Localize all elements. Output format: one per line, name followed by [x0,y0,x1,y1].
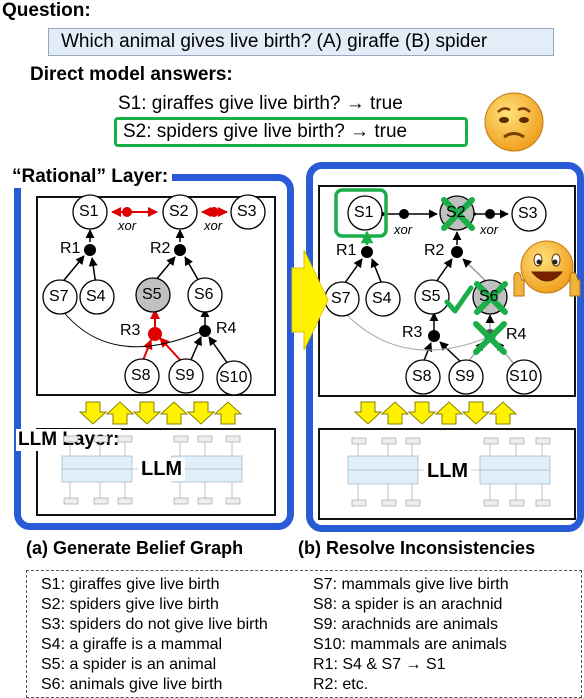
big-arrow-icon [291,249,329,351]
xor-label: xor [394,222,413,237]
cross-mark-icon [441,197,475,231]
rule-r3: R3 [120,322,141,339]
legend-item: S8: a spider is an arachnid [313,596,503,613]
caption-b: (b) Resolve Inconsistencies [298,538,536,558]
node-s6: S6 [479,288,499,305]
legend-item: R1: S4 & S7 → S1 [313,656,446,673]
direct-answers-label: Direct model answers: [30,64,233,85]
question-label: Question: [2,0,91,21]
llm-block-label: LLM [424,460,472,483]
right-graph [324,188,547,395]
node-s9: S9 [455,368,475,385]
rational-layer-label: “Rational” Layer: [8,166,173,188]
legend-item: S6: animals give live birth [41,676,223,693]
rule-r1: R1 [60,240,81,257]
node-s1: S1 [354,204,374,221]
node-s4: S4 [86,288,106,305]
caption-a: (a) Generate Belief Graph [26,538,244,558]
direct-answer-s2: S2: spiders give live birth? → true [114,117,468,147]
node-s7: S7 [49,288,69,305]
node-s6: S6 [194,286,214,303]
direct-answer-s1: S1: giraffes give live birth? → true [118,93,403,114]
legend-box: S1: giraffes give live birth S2: spiders… [26,570,582,698]
cross-mark-icon [474,281,508,315]
node-s3: S3 [518,205,538,222]
rule-r1: R1 [336,242,357,259]
legend-item: R2: etc. [313,676,369,693]
legend-item: S9: arachnids are animals [313,616,498,633]
xor-label: xor [204,218,223,233]
legend-item: S3: spiders do not give live birth [41,616,268,633]
legend-item: S7: mammals give live birth [313,576,509,593]
node-s2: S2 [169,203,189,220]
rule-r3: R3 [402,324,423,341]
node-s5: S5 [421,288,441,305]
right-panel-frame [306,162,584,532]
legend-left-column: S1: giraffes give live birth S2: spiders… [41,575,268,695]
check-mark-icon [444,285,474,314]
left-rational-box [36,196,276,396]
node-s4: S4 [372,290,392,307]
happy-thumbs-up-face-icon [513,240,581,297]
node-s3: S3 [237,203,257,220]
legend-item: S10: mammals are animals [313,636,507,653]
left-llm-box [36,428,276,516]
node-s9: S9 [175,367,195,384]
rule-r2: R2 [150,240,171,257]
legend-item: S2: spiders give live birth [41,596,219,613]
left-graph [42,194,266,396]
node-s10: S10 [219,369,248,386]
rule-r2: R2 [424,242,445,259]
node-s2: S2 [446,204,466,221]
llm-block-label: LLM [138,458,186,481]
worried-face-icon [484,92,544,152]
node-s7: S7 [331,290,351,307]
question-box: Which animal gives live birth? (A) giraf… [48,28,554,56]
xor-label: xor [118,218,137,233]
right-llm-box [318,428,576,520]
cross-mark-icon [473,321,507,355]
rule-r4: R4 [216,320,237,337]
node-s1: S1 [79,203,99,220]
node-s10: S10 [509,368,538,385]
legend-item: S1: giraffes give live birth [41,576,220,593]
legend-right-column: S7: mammals give live birth S8: a spider… [313,575,509,695]
rule-r4: R4 [506,326,527,343]
legend-item: S5: a spider is an animal [41,656,217,673]
node-s5: S5 [142,286,162,303]
node-s8: S8 [131,367,151,384]
xor-label: xor [480,222,499,237]
legend-item: S4: a giraffe is a mammal [41,636,223,653]
node-s8: S8 [412,368,432,385]
